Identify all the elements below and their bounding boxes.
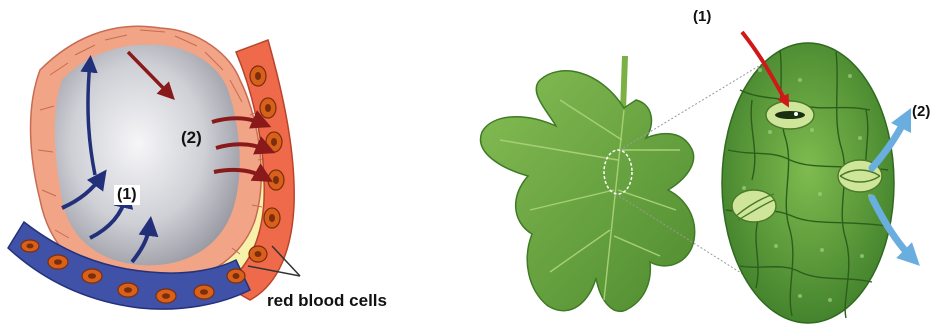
leaf-label-2: (2) (912, 103, 930, 120)
stoma-top (766, 101, 814, 129)
leaf-blade (481, 71, 695, 311)
alveolus-label-2: (2) (181, 128, 202, 148)
red-blood-cells-label: red blood cells (267, 291, 387, 311)
leaf-label-1: (1) (693, 8, 711, 25)
alveolus-diagram (8, 26, 300, 309)
alveolus-label-1: (1) (114, 185, 140, 205)
stoma-left (732, 190, 776, 222)
leaf-diagram (481, 32, 912, 323)
